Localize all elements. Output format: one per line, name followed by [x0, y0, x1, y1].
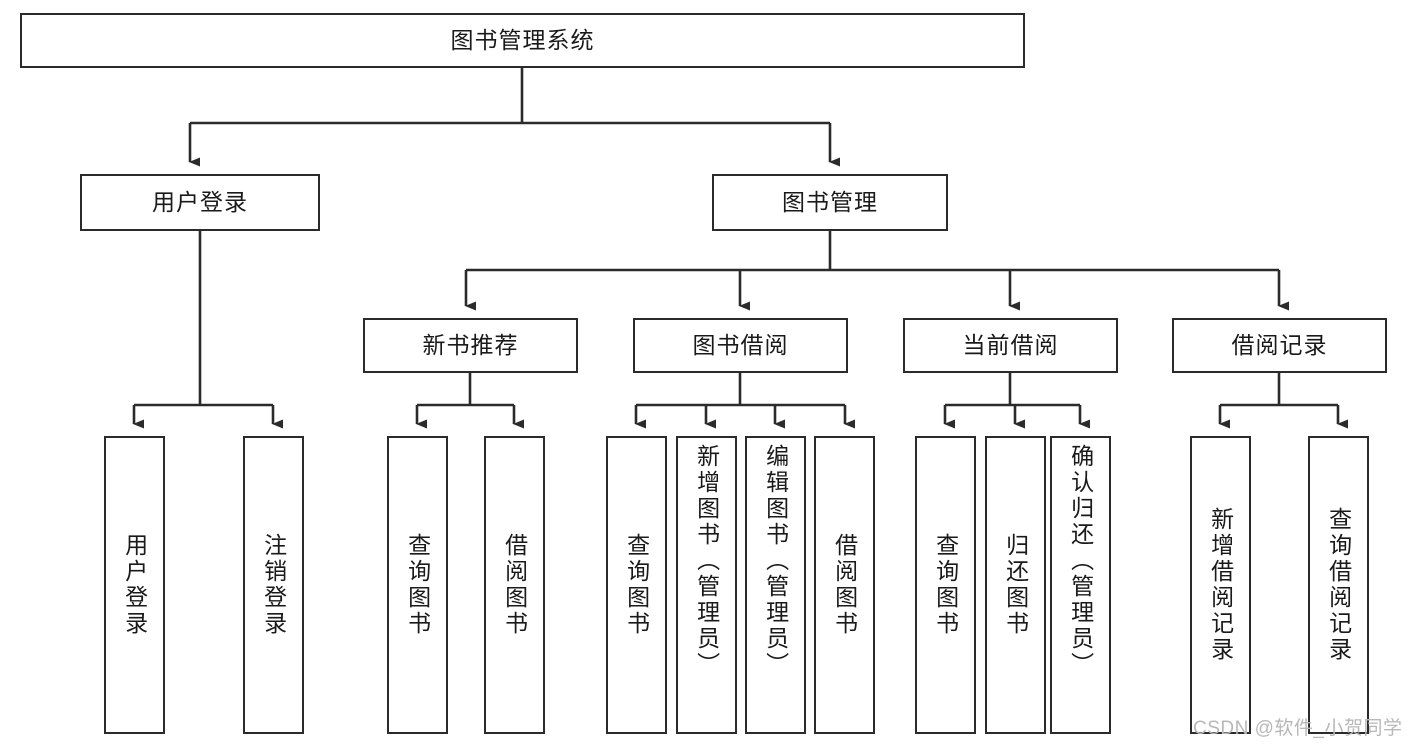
csdn-watermark: CSDN @软件_小贺同学: [1193, 718, 1403, 739]
leaf-node[interactable]: 编辑图书（管理员）: [745, 436, 806, 734]
leaf-node[interactable]: 新增借阅记录: [1190, 436, 1251, 734]
node-book-management[interactable]: 图书管理: [712, 174, 948, 231]
node-user-login[interactable]: 用户登录: [80, 174, 320, 231]
leaf-node[interactable]: 注销登录: [243, 436, 304, 734]
leaf-node[interactable]: 确认归还（管理员）: [1050, 436, 1111, 734]
node-borrow-record[interactable]: 借阅记录: [1172, 318, 1387, 373]
leaf-node[interactable]: 借阅图书: [484, 436, 545, 734]
node-root-system[interactable]: 图书管理系统: [20, 13, 1025, 68]
node-new-book-recommend[interactable]: 新书推荐: [363, 318, 578, 373]
leaf-node[interactable]: 查询借阅记录: [1308, 436, 1369, 734]
node-current-borrow[interactable]: 当前借阅: [903, 318, 1118, 373]
leaf-node[interactable]: 查询图书: [606, 436, 667, 734]
leaf-node[interactable]: 新增图书（管理员）: [676, 436, 737, 734]
node-book-borrow[interactable]: 图书借阅: [633, 318, 848, 373]
leaf-node[interactable]: 借阅图书: [814, 436, 875, 734]
leaf-node[interactable]: 用户登录: [104, 436, 165, 734]
leaf-node[interactable]: 查询图书: [387, 436, 448, 734]
leaf-node[interactable]: 查询图书: [915, 436, 976, 734]
leaf-node[interactable]: 归还图书: [985, 436, 1046, 734]
